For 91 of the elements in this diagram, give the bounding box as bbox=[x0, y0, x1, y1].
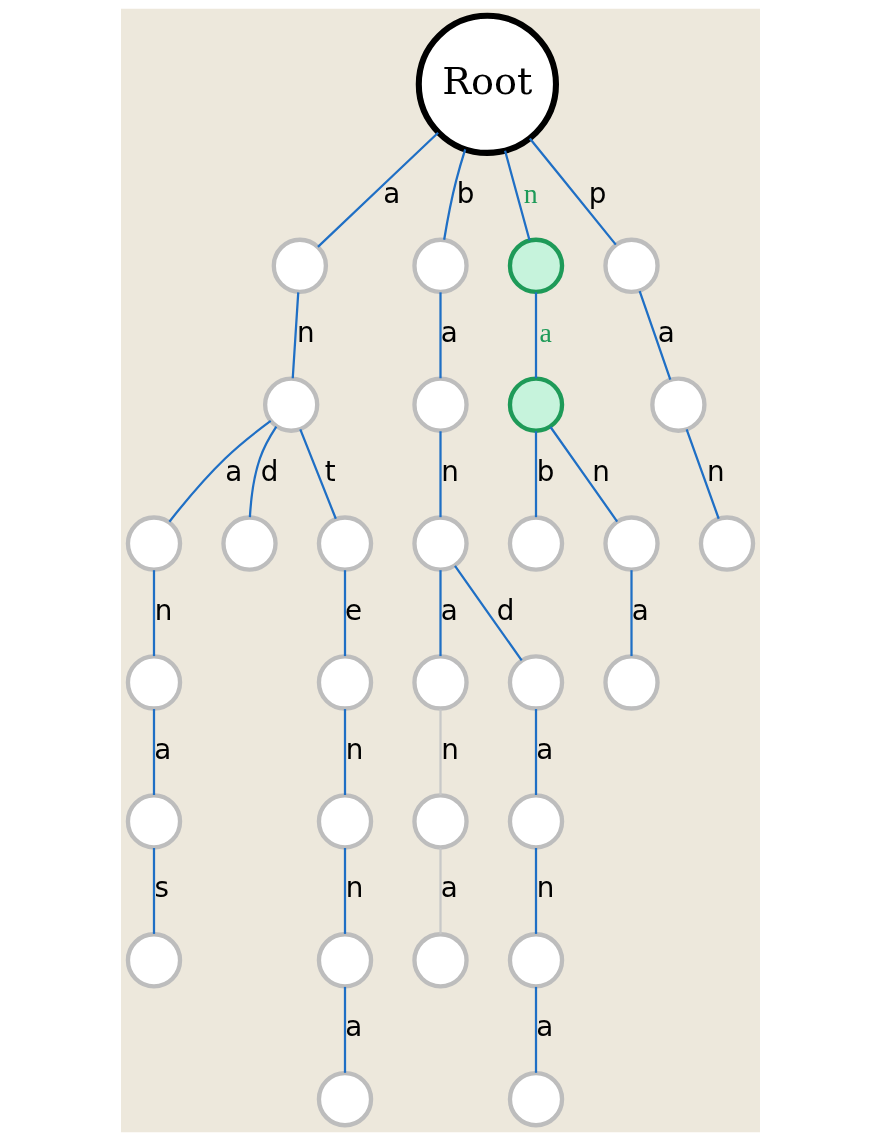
node-circle bbox=[316, 654, 373, 711]
connector bbox=[534, 848, 537, 934]
edge-label: a bbox=[224, 454, 242, 488]
connector bbox=[528, 137, 617, 246]
node-circle bbox=[125, 932, 182, 989]
connector bbox=[534, 292, 537, 379]
connector bbox=[298, 428, 337, 520]
edge-label: n bbox=[345, 871, 363, 905]
connector bbox=[343, 570, 346, 657]
edge-label: n bbox=[440, 732, 459, 766]
node-circle bbox=[271, 237, 328, 294]
connector bbox=[343, 986, 346, 1073]
node-circle bbox=[507, 932, 564, 989]
node-circle bbox=[698, 515, 755, 572]
edge-label: a bbox=[631, 593, 649, 627]
node-circle bbox=[507, 1071, 564, 1128]
edge-label: n bbox=[345, 732, 363, 766]
node-circle bbox=[125, 793, 182, 850]
node-circle bbox=[411, 932, 469, 989]
connector bbox=[685, 429, 720, 520]
edge-label: n bbox=[536, 871, 554, 905]
connector bbox=[534, 709, 537, 795]
node-circle bbox=[602, 515, 660, 572]
edge-label: a bbox=[440, 871, 458, 905]
edge-label: n bbox=[706, 454, 725, 488]
connector bbox=[438, 709, 442, 795]
connector bbox=[152, 848, 155, 934]
connector bbox=[442, 149, 466, 240]
connector bbox=[168, 420, 271, 523]
edge-label: a bbox=[440, 315, 458, 349]
node-circle bbox=[507, 654, 564, 711]
edge-label: a bbox=[538, 316, 552, 348]
node-circle bbox=[411, 237, 469, 294]
connector bbox=[438, 292, 442, 379]
connector bbox=[343, 709, 346, 795]
node-circle bbox=[507, 515, 564, 572]
connector bbox=[629, 570, 633, 657]
connector bbox=[248, 426, 277, 518]
edge-label: b bbox=[456, 176, 474, 210]
connector bbox=[438, 431, 442, 518]
connector bbox=[291, 292, 299, 379]
node-circle bbox=[507, 793, 564, 850]
node-circle bbox=[125, 654, 182, 711]
node-circle bbox=[411, 654, 469, 711]
connector bbox=[152, 570, 155, 657]
node-circle bbox=[316, 1071, 373, 1128]
edge-label: n bbox=[591, 454, 610, 488]
connector bbox=[438, 570, 442, 657]
node-circle bbox=[411, 376, 469, 433]
edge-label: s bbox=[154, 871, 169, 905]
connector bbox=[638, 290, 671, 380]
edge-label: n bbox=[523, 177, 538, 209]
edge-label: a bbox=[153, 732, 171, 766]
node-circle bbox=[262, 376, 319, 433]
node-circle bbox=[316, 793, 373, 850]
connector bbox=[534, 986, 537, 1073]
edge-label: a bbox=[657, 315, 675, 349]
node-circle bbox=[602, 237, 660, 294]
node-circle bbox=[411, 515, 469, 572]
node-circle bbox=[507, 237, 564, 294]
edge-label: n bbox=[296, 315, 315, 349]
edge-label: a bbox=[382, 176, 400, 210]
edge-label: t bbox=[324, 454, 336, 488]
edge-label: n bbox=[154, 593, 172, 627]
connector bbox=[549, 426, 618, 523]
edge-label: e bbox=[344, 593, 362, 627]
edge-label: a bbox=[535, 1010, 553, 1044]
connector bbox=[152, 709, 155, 795]
edge-label: a bbox=[535, 732, 553, 766]
edge-label: p bbox=[588, 176, 606, 210]
edge-label: d bbox=[496, 593, 514, 627]
node-circle: Root bbox=[415, 12, 559, 156]
node-circle bbox=[649, 376, 707, 433]
edge-label: a bbox=[440, 593, 458, 627]
connector bbox=[453, 565, 523, 662]
edge-label: a bbox=[344, 1010, 362, 1044]
connector bbox=[438, 848, 442, 934]
node-circle bbox=[602, 654, 660, 711]
connector bbox=[534, 431, 537, 518]
node-circle bbox=[507, 376, 564, 433]
node-circle bbox=[316, 932, 373, 989]
node-circle bbox=[411, 793, 469, 850]
node-circle bbox=[316, 515, 373, 572]
connector bbox=[343, 848, 346, 934]
edge-label: b bbox=[536, 454, 554, 488]
connector bbox=[316, 132, 439, 248]
node-circle bbox=[125, 515, 182, 572]
edge-label: n bbox=[440, 454, 459, 488]
node-circle bbox=[220, 515, 278, 572]
edge-label: d bbox=[260, 454, 278, 488]
connector bbox=[503, 150, 531, 241]
